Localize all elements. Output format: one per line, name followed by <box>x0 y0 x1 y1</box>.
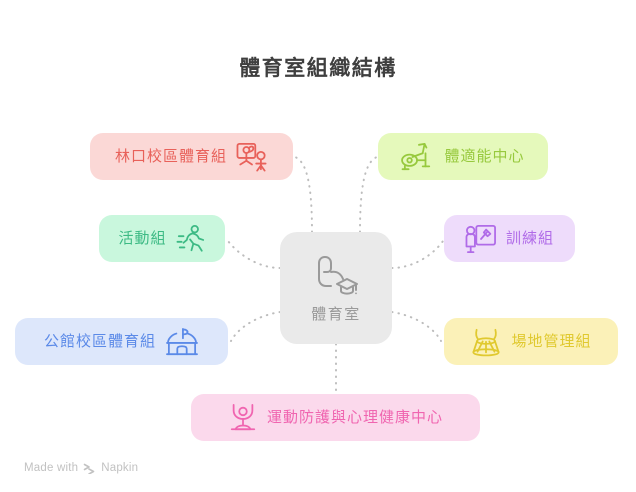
napkin-chevrons-icon <box>83 463 96 474</box>
napkin-watermark: Made with Napkin <box>24 462 138 474</box>
node-training-section[interactable]: 訓練組 <box>444 215 575 262</box>
node-activity-label: 活動組 <box>118 229 167 247</box>
exercise-bike-icon <box>401 142 435 172</box>
node-fitness-center[interactable]: 體適能中心 <box>378 133 548 180</box>
connector-linkou <box>294 156 313 233</box>
trainer-whiteboard-icon <box>465 224 497 254</box>
center-node-label: 體育室 <box>311 305 361 323</box>
running-person-icon <box>176 224 206 254</box>
watermark-brand-text: Napkin <box>101 462 139 474</box>
connector-activity <box>227 240 281 269</box>
meditation-person-icon <box>228 403 258 433</box>
node-health-label: 運動防護與心理健康中心 <box>266 408 443 426</box>
node-activity-section[interactable]: 活動組 <box>99 215 225 262</box>
stadium-icon <box>470 327 502 357</box>
node-linkou-pe-section[interactable]: 林口校區體育組 <box>90 133 293 180</box>
connector-venue <box>391 311 442 342</box>
node-linkou-label: 林口校區體育組 <box>114 147 227 165</box>
node-training-label: 訓練組 <box>505 229 554 247</box>
page-title: 體育室組織結構 <box>239 55 397 80</box>
node-venue-label: 場地管理組 <box>511 332 592 350</box>
watermark-made-with-text: Made with <box>24 462 79 474</box>
presentation-person-icon <box>236 142 268 172</box>
node-sports-protection-mental-health-center[interactable]: 運動防護與心理健康中心 <box>191 394 480 441</box>
node-gongguan-label: 公館校區體育組 <box>43 332 156 350</box>
connector-training <box>391 240 444 269</box>
node-venue-management-section[interactable]: 場地管理組 <box>444 318 618 365</box>
connector-gongguan <box>230 311 281 342</box>
node-gongguan-pe-section[interactable]: 公館校區體育組 <box>15 318 228 365</box>
building-flag-icon <box>165 327 199 357</box>
connector-fitness <box>359 156 378 233</box>
center-node-athletics-office[interactable]: 體育室 <box>280 232 392 344</box>
node-fitness-label: 體適能中心 <box>444 147 525 165</box>
flexed-arm-graduation-cap-icon <box>313 254 359 301</box>
